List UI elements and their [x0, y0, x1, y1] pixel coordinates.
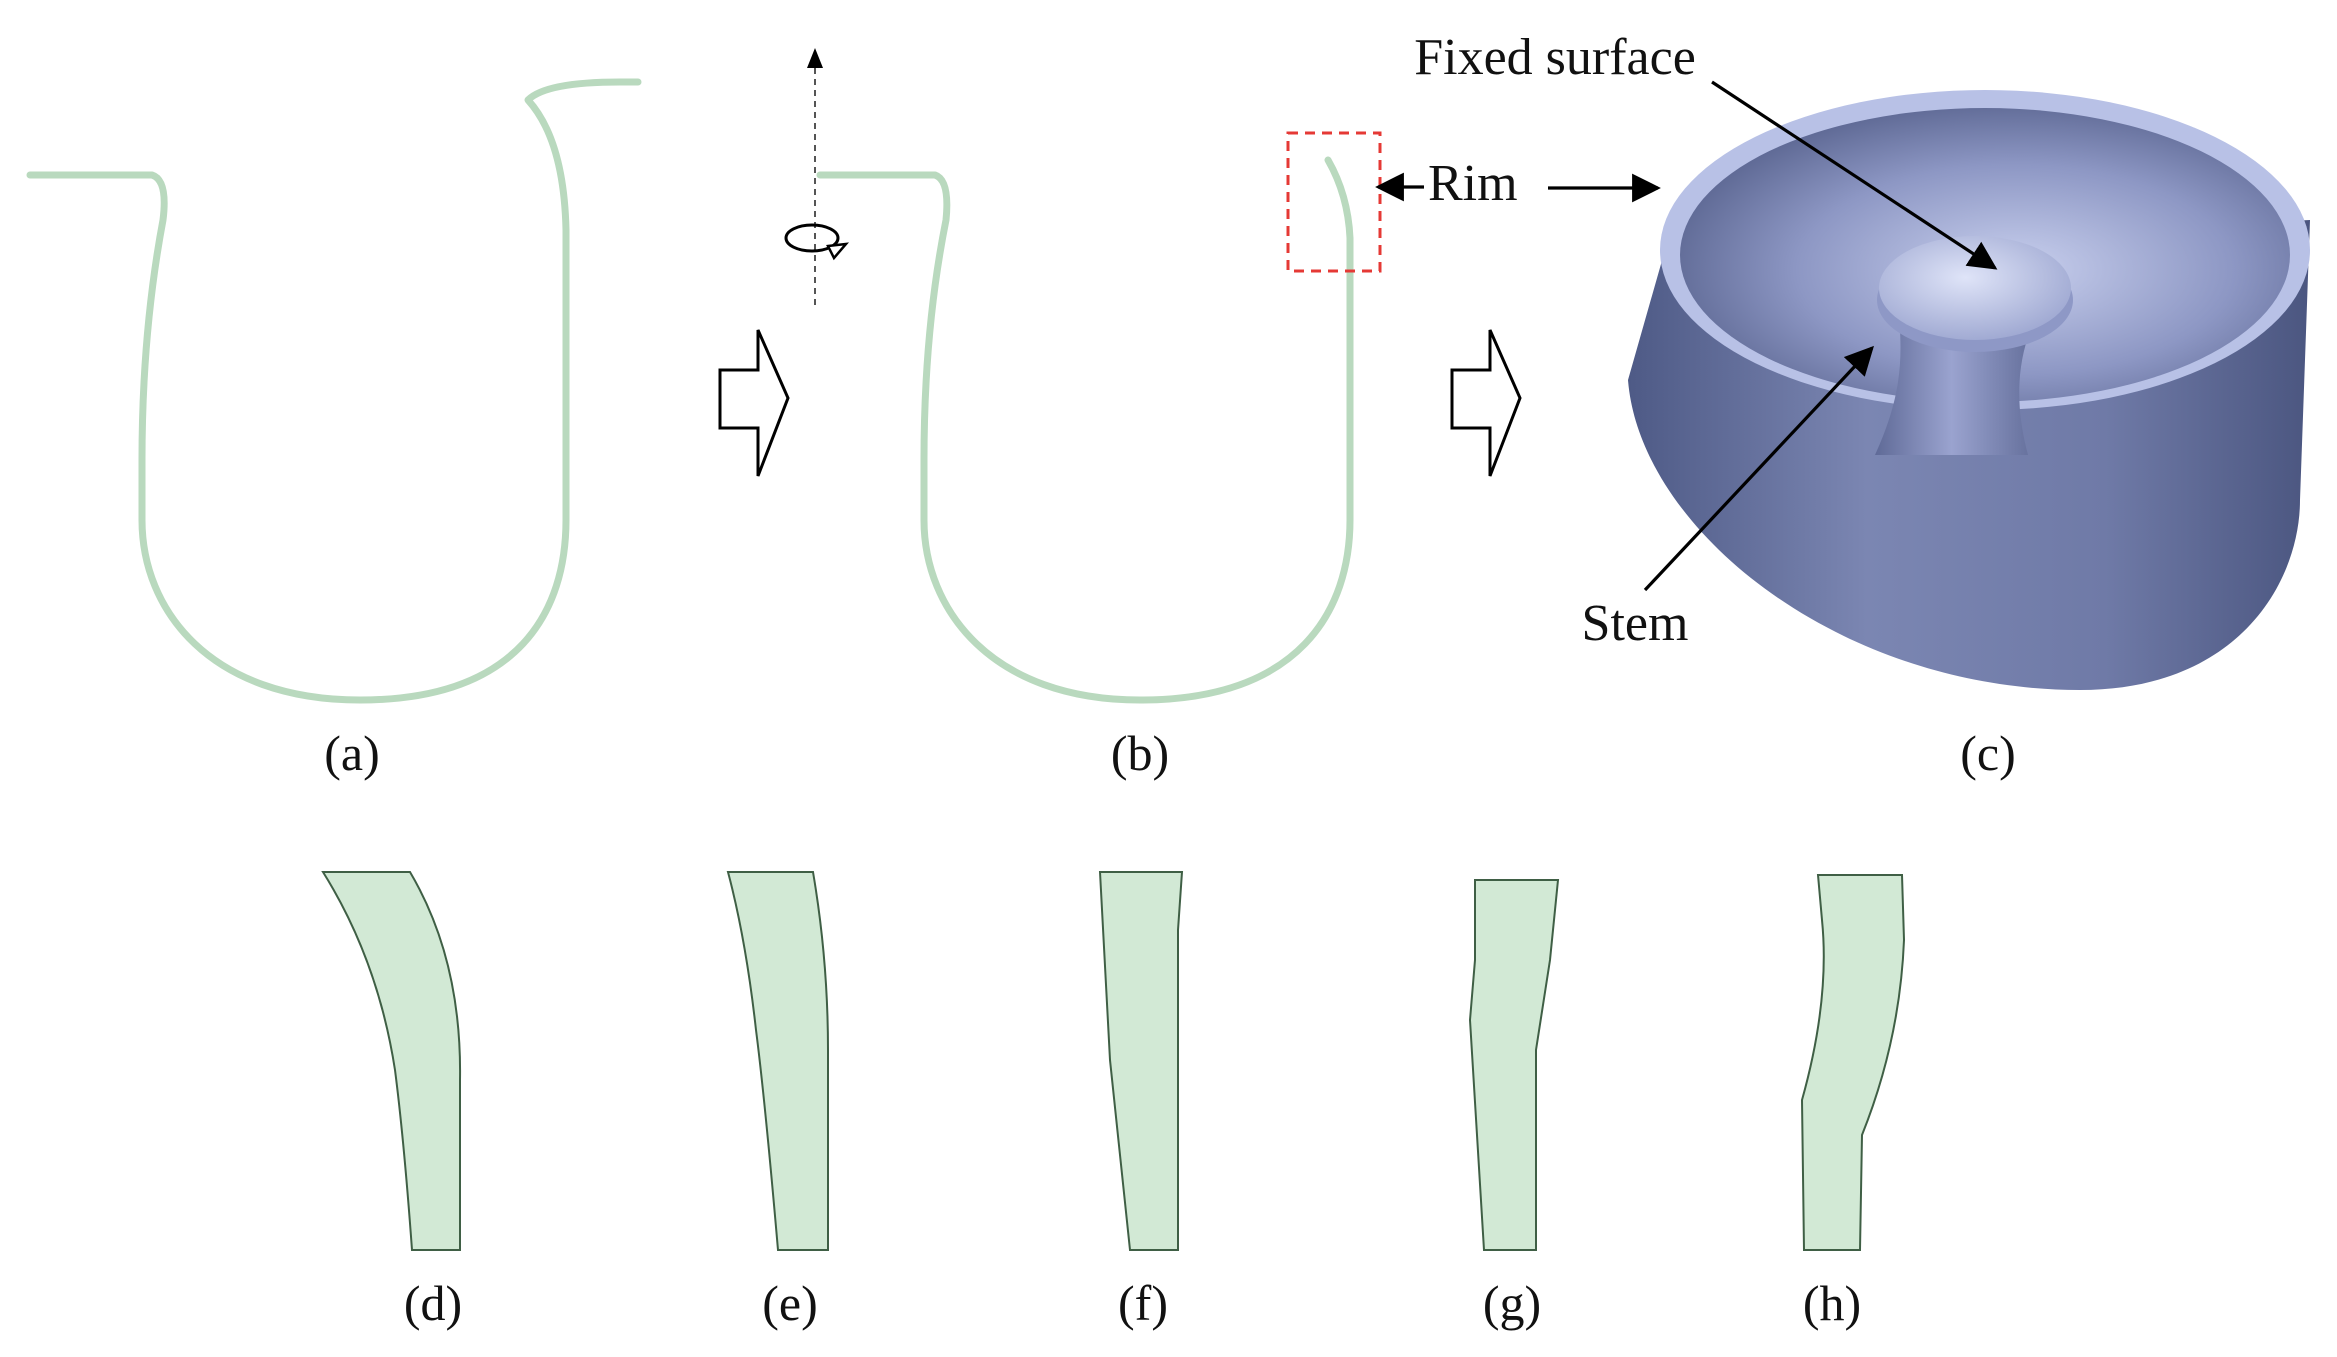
rim-callout: Rim — [1375, 155, 1661, 212]
stem-callout: Stem — [1582, 345, 1874, 652]
panel-label-b: (b) — [1111, 725, 1169, 781]
profile-a — [26, 78, 642, 704]
rim-section-d — [321, 871, 462, 1251]
rim-section-g — [1468, 879, 1560, 1251]
rim-section-e — [726, 871, 829, 1251]
rim-highlight-box — [1286, 131, 1382, 273]
rim-section-f — [1098, 871, 1184, 1251]
svg-text:Rim: Rim — [1428, 155, 1518, 212]
panel-label-c: (c) — [1960, 725, 2016, 781]
panel-label-g: (g) — [1483, 1275, 1541, 1331]
step-arrow-icon — [718, 329, 790, 477]
panel-label-e: (e) — [762, 1275, 818, 1331]
panel-label-f: (f) — [1118, 1275, 1168, 1331]
panel-label-a: (a) — [324, 725, 380, 781]
rotation-icon — [784, 223, 850, 261]
fixed-surface-callout: Fixed surface — [1414, 29, 1998, 270]
step-arrow-icon — [1450, 329, 1522, 477]
profile-b — [816, 156, 1354, 704]
svg-text:Fixed surface: Fixed surface — [1414, 29, 1696, 86]
panel-label-d: (d) — [404, 1275, 462, 1331]
revolve-axis-arrow-icon — [807, 48, 823, 305]
revolved-model — [1628, 90, 2310, 690]
panel-label-h: (h) — [1803, 1275, 1861, 1331]
rim-section-h — [1800, 874, 1906, 1251]
svg-text:Stem: Stem — [1582, 595, 1689, 652]
